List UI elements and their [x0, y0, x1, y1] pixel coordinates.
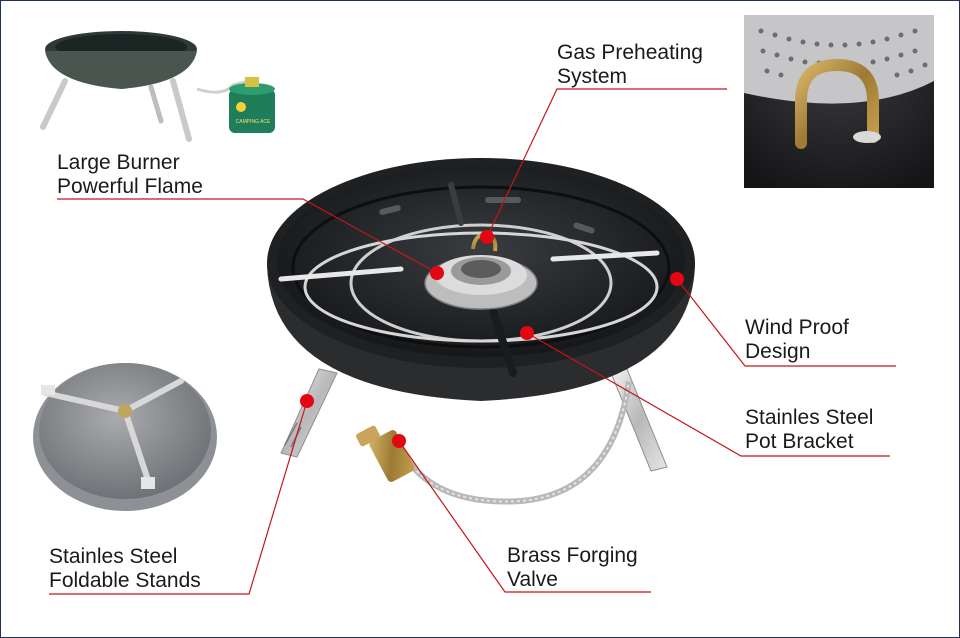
- label-large-burner: Large Burner Powerful Flame: [57, 151, 203, 199]
- label-large-burner-line2: Powerful Flame: [57, 175, 203, 198]
- label-pot-bracket: Stainles Steel Pot Bracket: [745, 406, 873, 454]
- cartridge-label: CAMPING ACE: [236, 119, 271, 125]
- dot-large-burner: [430, 266, 444, 280]
- label-foldable-stands-line1: Stainles Steel: [49, 545, 178, 568]
- dot-wind-proof: [670, 272, 684, 286]
- label-large-burner-line1: Large Burner: [57, 151, 180, 174]
- stove-underside-thumbnail: [33, 363, 217, 511]
- leader-pot-bracket: [526, 332, 890, 457]
- label-wind-proof-line2: Design: [745, 340, 811, 363]
- dot-foldable-stands: [300, 394, 314, 408]
- dot-gas-preheating: [480, 230, 494, 244]
- callout-dots: [300, 230, 684, 448]
- label-brass-valve-line2: Valve: [507, 568, 558, 591]
- leader-wind-proof: [676, 278, 896, 367]
- leader-foldable-stands: [49, 400, 308, 595]
- stove-main-image: [267, 158, 695, 505]
- label-brass-valve-line1: Brass Forging: [507, 544, 638, 567]
- leader-gas-preheating: [486, 88, 727, 238]
- label-gas-preheating-line2: System: [557, 65, 628, 88]
- dot-pot-bracket: [520, 326, 534, 340]
- label-pot-bracket-line2: Pot Bracket: [745, 430, 854, 453]
- label-wind-proof-line1: Wind Proof: [745, 316, 849, 339]
- label-wind-proof: Wind Proof Design: [745, 316, 849, 364]
- preheating-closeup-photo: [744, 15, 934, 188]
- label-foldable-stands: Stainles Steel Foldable Stands: [49, 545, 201, 593]
- leader-brass-valve: [398, 440, 651, 593]
- leader-large-burner: [57, 198, 438, 274]
- dot-brass-valve: [392, 434, 406, 448]
- label-brass-valve: Brass Forging Valve: [507, 544, 638, 592]
- label-gas-preheating: Gas Preheating System: [557, 41, 703, 89]
- label-gas-preheating-line1: Gas Preheating: [557, 41, 703, 64]
- leader-lines: [49, 88, 896, 595]
- label-pot-bracket-line1: Stainles Steel: [745, 406, 874, 429]
- stove-with-cartridge-thumbnail: CAMPING ACE: [40, 31, 275, 142]
- label-foldable-stands-line2: Foldable Stands: [49, 569, 201, 592]
